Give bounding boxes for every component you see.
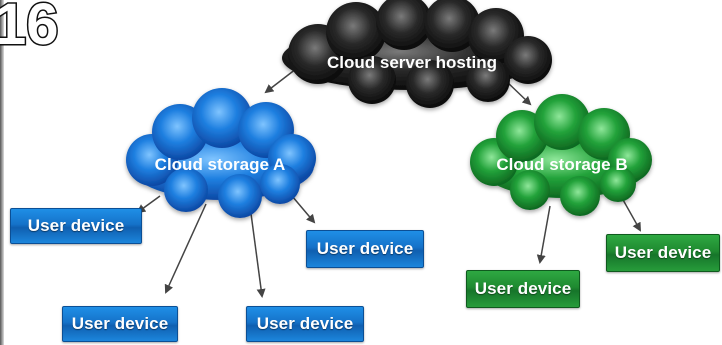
cloud-storage-a-label: Cloud storage A: [155, 155, 286, 174]
cloud-server-hosting-label: Cloud server hosting: [327, 53, 497, 72]
arrow-a-to-device-2: [164, 203, 207, 294]
user-device-4: User device: [306, 230, 424, 268]
arrow-b-to-device-6: [621, 197, 641, 232]
cloud-storage-b: Cloud storage B: [470, 94, 652, 216]
user-device-1-label: User device: [27, 216, 125, 235]
user-device-2: User device: [62, 306, 178, 342]
user-device-6-label: User device: [614, 243, 712, 262]
figure-number-badge: 16: [0, 0, 60, 59]
cloud-storage-b-label: Cloud storage B: [496, 155, 627, 174]
user-device-2-label: User device: [71, 314, 169, 333]
user-device-1: User device: [10, 208, 142, 244]
user-device-3: User device: [246, 306, 364, 342]
user-device-4-label: User device: [316, 239, 414, 258]
user-device-6: User device: [606, 234, 720, 272]
cloud-server-hosting: Cloud server hosting: [282, 0, 552, 108]
arrow-b-to-device-5: [536, 205, 551, 264]
user-device-5: User device: [466, 270, 580, 308]
arrow-a-to-device-3: [249, 205, 266, 298]
arrow-a-to-device-4: [291, 195, 316, 224]
user-device-3-label: User device: [256, 314, 354, 333]
connectors: [136, 61, 641, 298]
page-edge: [0, 0, 4, 345]
user-device-5-label: User device: [474, 279, 572, 298]
cloud-storage-a: Cloud storage A: [126, 88, 316, 218]
figure-number: 16: [0, 0, 59, 57]
